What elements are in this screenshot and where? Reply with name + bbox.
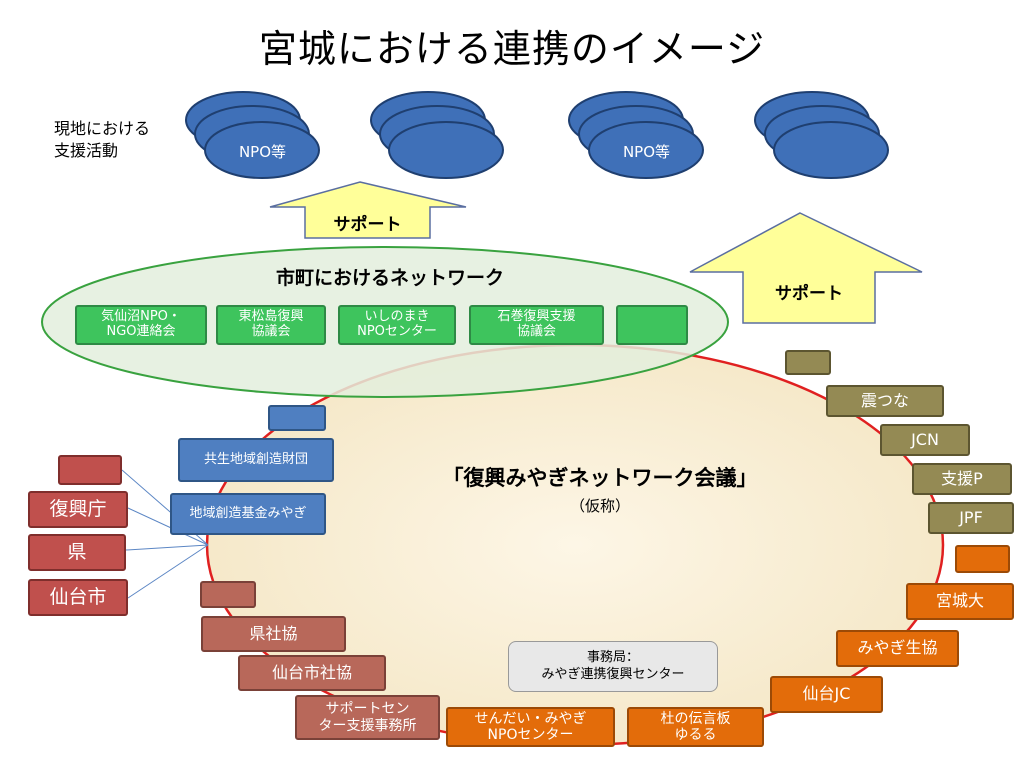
government-box-prefecture: 県 [28, 534, 126, 571]
npo-cluster-graphics [185, 91, 889, 179]
municipal-box-ishinomaki-council: 石巻復興支援 協議会 [469, 305, 604, 345]
municipal-box-higashimatsushima: 東松島復興 協議会 [216, 305, 326, 345]
municipal-box-blank [616, 305, 688, 345]
welfare-box-prefecture: 県社協 [201, 616, 346, 652]
org-box-jpf: JPF [928, 502, 1014, 534]
support-arrow-right-label: サポート [775, 284, 843, 304]
central-network-title: 「復興みやぎネットワーク会議」 [442, 466, 758, 490]
org-box-jcn: JCN [880, 424, 970, 456]
support-arrow-right [689, 212, 923, 324]
org-box-orange-blank [955, 545, 1010, 573]
government-box-sendai-city: 仙台市 [28, 579, 128, 616]
municipal-box-ishinomaki-npo: いしのまき NPOセンター [338, 305, 456, 345]
org-box-olive-blank [785, 350, 831, 375]
central-network-subtitle: （仮称） [569, 497, 630, 515]
org-box-miyagi-univ: 宮城大 [906, 583, 1014, 620]
org-box-shien-p: 支援P [912, 463, 1012, 495]
municipal-box-kesennuma: 気仙沼NPO・ NGO連絡会 [75, 305, 207, 345]
org-box-yururu: 杜の伝言板 ゆるる [627, 707, 764, 747]
foundation-box-kyosei: 共生地域創造財団 [178, 438, 334, 482]
org-box-sendai-miyagi-npo: せんだい・みやぎ NPOセンター [446, 707, 615, 747]
welfare-box-sendai: 仙台市社協 [238, 655, 386, 691]
municipal-network-title: 市町におけるネットワーク [275, 267, 504, 289]
org-box-shintsuna: 震つな [826, 385, 944, 417]
support-arrow-left [269, 181, 467, 239]
government-box-blank [58, 455, 122, 485]
npo-cluster-label: NPO等 [622, 143, 671, 161]
government-box-reconstruction-agency: 復興庁 [28, 491, 128, 528]
org-box-sendai-jc: 仙台JC [770, 676, 883, 713]
foundation-box-chiiki-sozo: 地域創造基金みやぎ [170, 493, 326, 535]
secretariat-box: 事務局： みやぎ連携復興センター [508, 641, 718, 692]
npo-cluster-label: NPO等 [238, 143, 287, 161]
support-arrow-left-label: サポート [333, 215, 402, 235]
org-box-miyagi-coop: みやぎ生協 [836, 630, 959, 667]
local-activity-label: 現地における 支援活動 [54, 119, 151, 160]
foundation-box-blank [268, 405, 326, 431]
welfare-box-support-center: サポートセン ター支援事務所 [295, 695, 440, 740]
page-title: 宮城における連携のイメージ [258, 27, 766, 71]
welfare-box-blank [200, 581, 256, 608]
